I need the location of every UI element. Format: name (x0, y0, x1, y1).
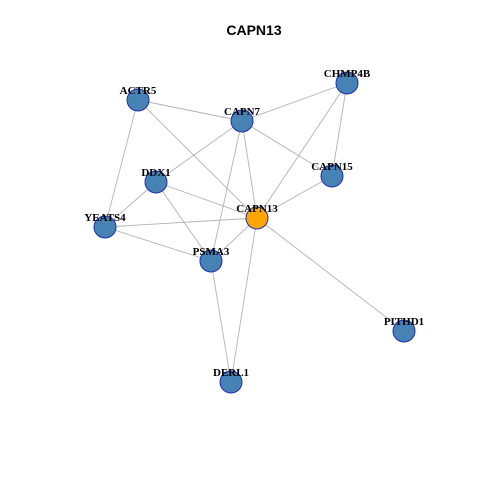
node-capn15 (320, 164, 344, 188)
edge-ddx1-capn13 (155, 181, 258, 219)
node-label-pithd1: PITHD1 (384, 316, 424, 328)
edge-chmp4b-capn13 (256, 82, 348, 219)
node-label-capn13: CAPN13 (236, 203, 278, 215)
node-chmp4b (335, 71, 359, 95)
node-yeats4 (93, 215, 117, 239)
node-label-capn15: CAPN15 (311, 161, 353, 173)
edge-capn15-capn13 (256, 175, 333, 219)
edge-yeats4-psma3 (104, 226, 212, 262)
node-pithd1 (392, 319, 416, 343)
edge-capn13-pithd1 (256, 217, 405, 332)
node-label-actr5: ACTR5 (120, 85, 157, 97)
edge-yeats4-capn13 (104, 217, 258, 228)
node-label-ddx1: DDX1 (141, 167, 170, 179)
edge-capn7-psma3 (210, 120, 243, 262)
edge-capn13-derl1 (230, 217, 258, 383)
node-label-capn7: CAPN7 (224, 106, 261, 118)
edge-capn7-capn13 (241, 120, 258, 219)
edge-actr5-capn7 (137, 99, 243, 122)
node-psma3 (199, 249, 223, 273)
edge-psma3-derl1 (210, 260, 232, 383)
node-actr5 (126, 88, 150, 112)
edge-ddx1-psma3 (155, 181, 212, 262)
edge-actr5-capn13 (137, 99, 258, 219)
nodes-layer (93, 71, 416, 394)
node-label-yeats4: YEATS4 (84, 212, 126, 224)
edge-actr5-yeats4 (104, 99, 139, 228)
node-label-chmp4b: CHMP4B (324, 68, 371, 80)
edge-capn7-chmp4b (241, 82, 348, 122)
edge-capn7-capn15 (241, 120, 333, 177)
node-capn7 (230, 109, 254, 133)
node-capn13 (245, 206, 269, 230)
node-label-psma3: PSMA3 (193, 246, 230, 258)
edge-chmp4b-capn15 (331, 82, 348, 177)
edge-capn7-ddx1 (155, 120, 243, 183)
graph-title: CAPN13 (226, 22, 281, 38)
node-ddx1 (144, 170, 168, 194)
node-derl1 (219, 370, 243, 394)
node-label-derl1: DERL1 (213, 367, 249, 379)
